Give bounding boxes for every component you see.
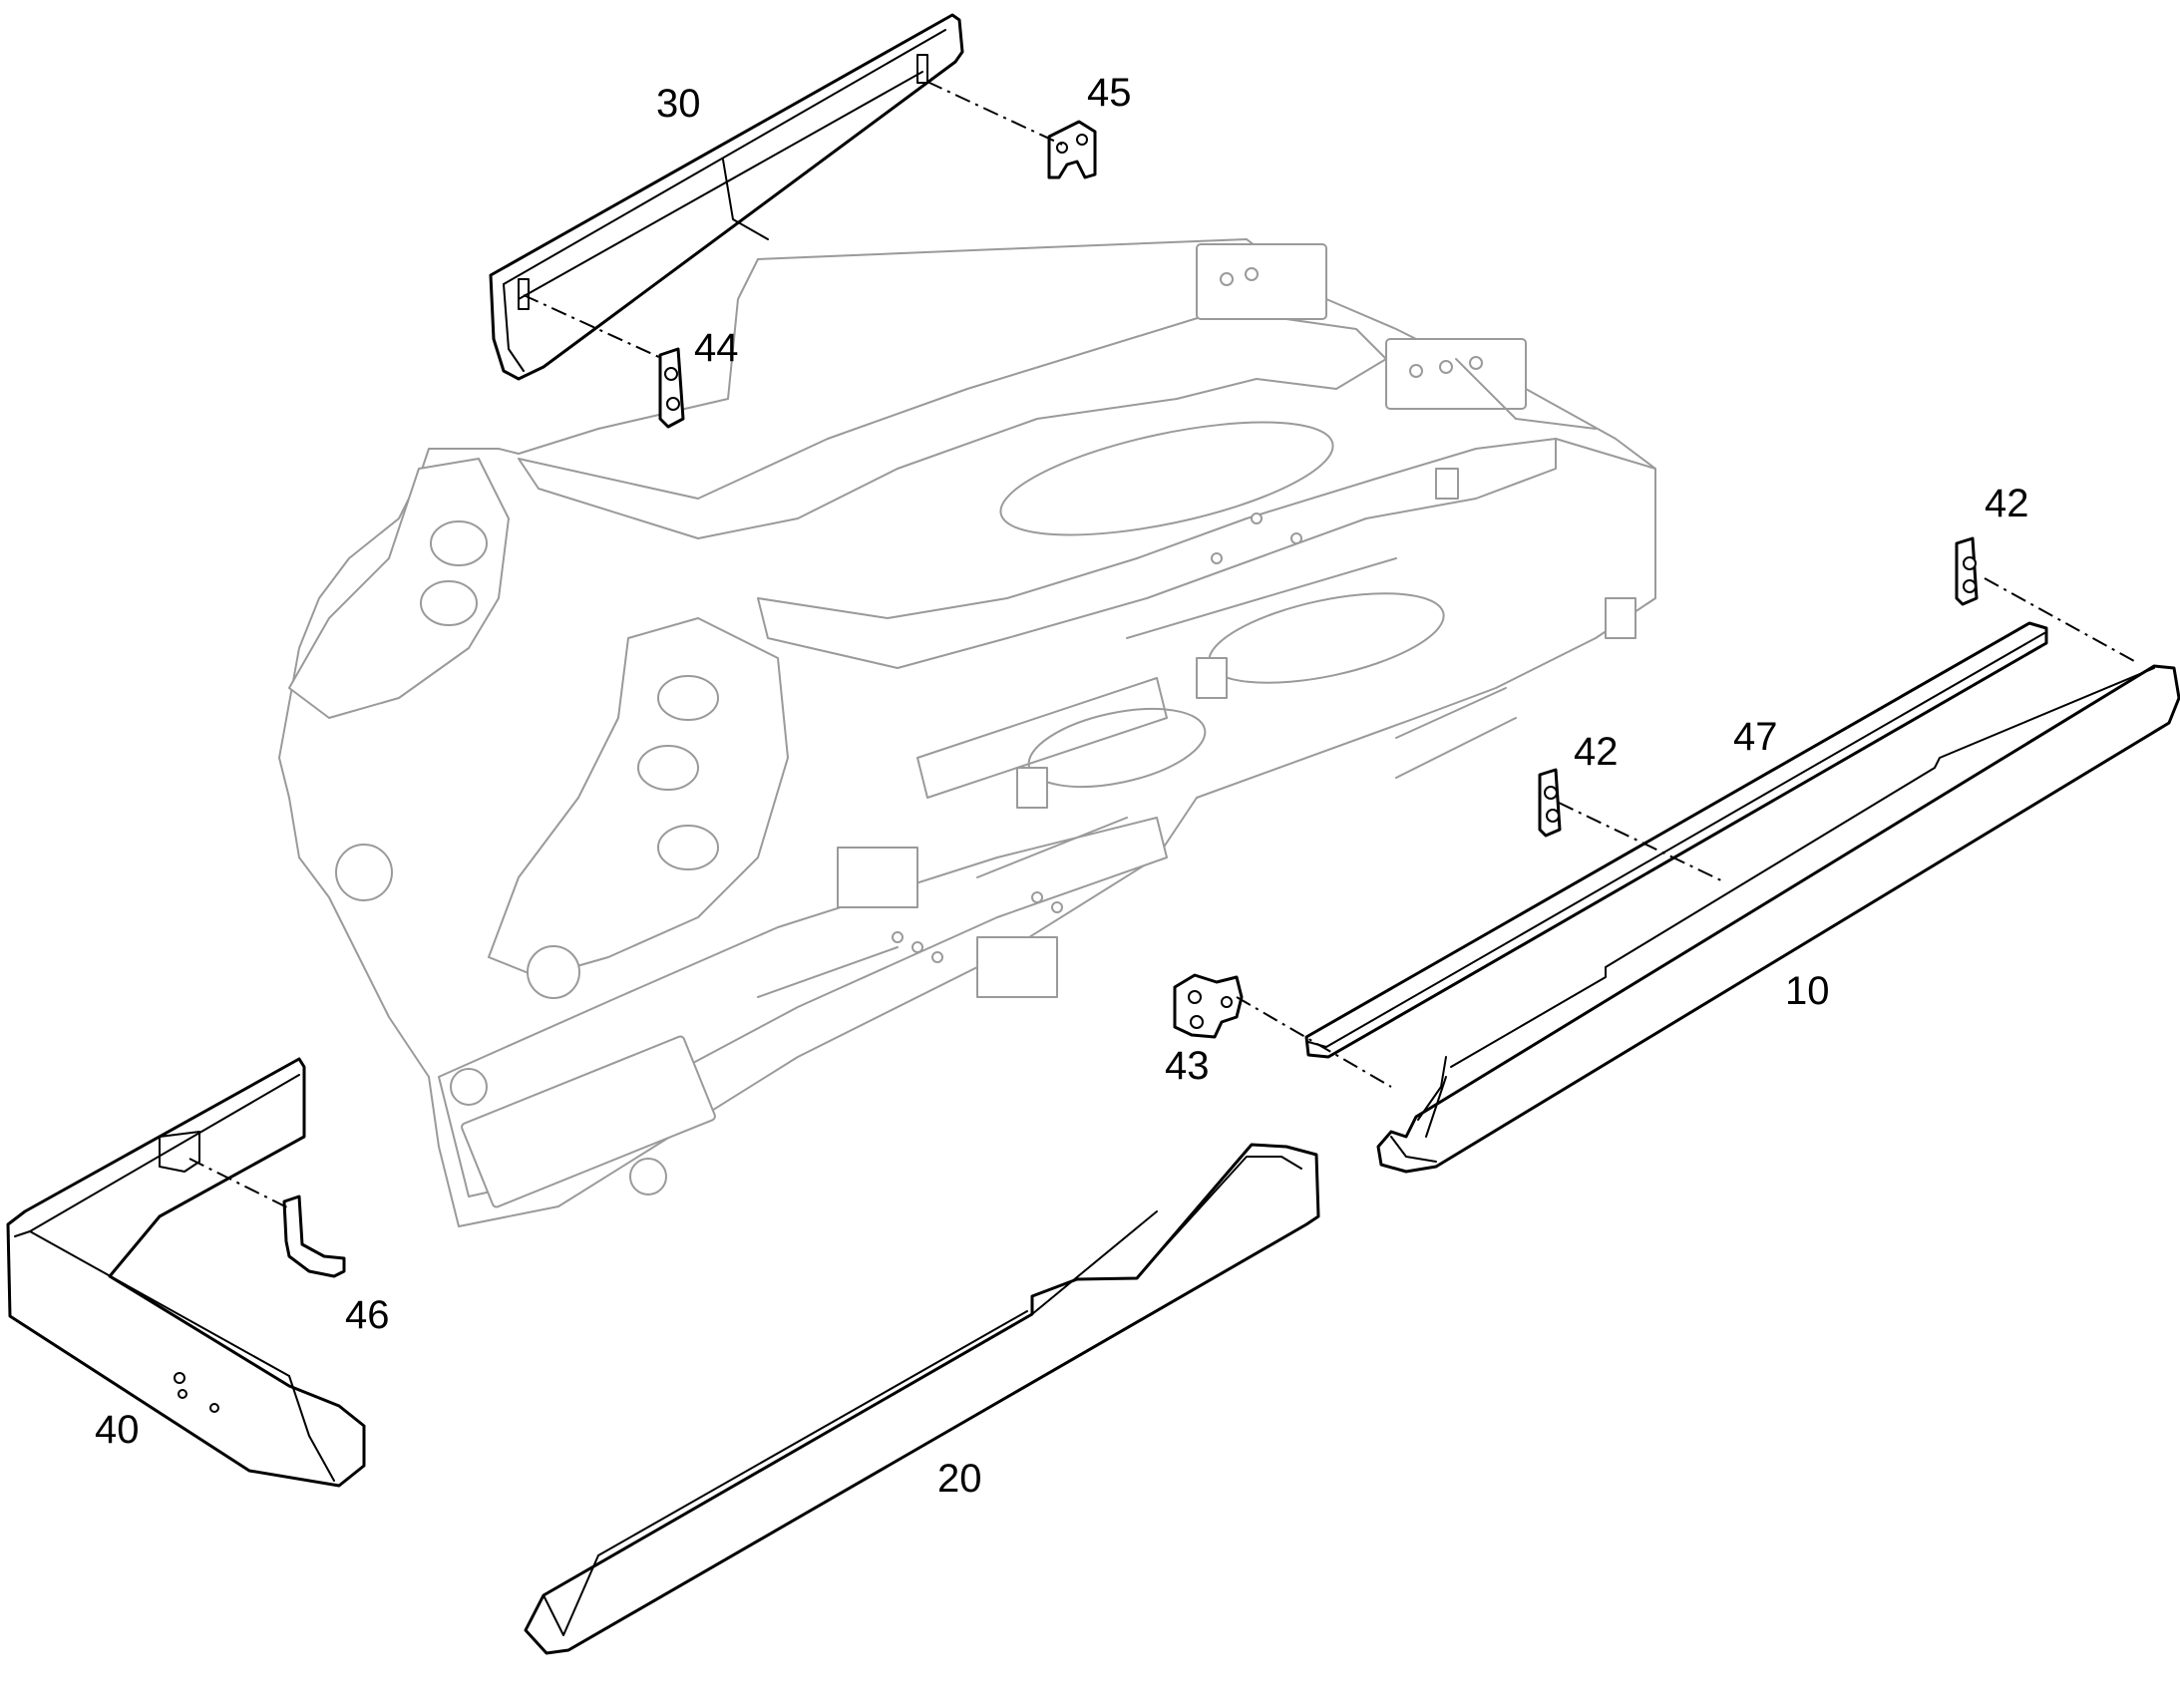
part-20-lower-side-rail [524, 1143, 1320, 1655]
callout-10: 10 [1785, 969, 1830, 1013]
callout-43: 43 [1165, 1044, 1210, 1088]
callout-44: 44 [694, 326, 739, 370]
part-44-bracket [658, 347, 685, 429]
callout-42-middle: 42 [1574, 730, 1619, 774]
callout-40: 40 [95, 1408, 140, 1452]
part-10-side-rail [1376, 664, 2180, 1174]
part-40-front-cover [6, 1057, 366, 1488]
callout-labels: 30 45 44 42 42 47 10 43 46 40 20 [95, 71, 2029, 1501]
leader-lines [188, 81, 2135, 1209]
callout-45: 45 [1087, 71, 1132, 115]
callout-42-upper: 42 [1985, 482, 2029, 525]
part-47-strip [1304, 621, 2048, 1059]
part-42-upper-bracket [1955, 536, 1979, 606]
part-46-bracket [282, 1195, 346, 1278]
part-43-bracket [1173, 973, 1244, 1039]
chassis-frame [278, 238, 1656, 1227]
part-30-rear-cover [489, 13, 964, 381]
part-45-bracket [1047, 120, 1097, 179]
callout-30: 30 [656, 82, 701, 126]
callout-47: 47 [1733, 715, 1778, 759]
part-42-middle-bracket [1538, 768, 1562, 838]
callout-20: 20 [937, 1457, 982, 1501]
callout-46: 46 [345, 1293, 390, 1337]
